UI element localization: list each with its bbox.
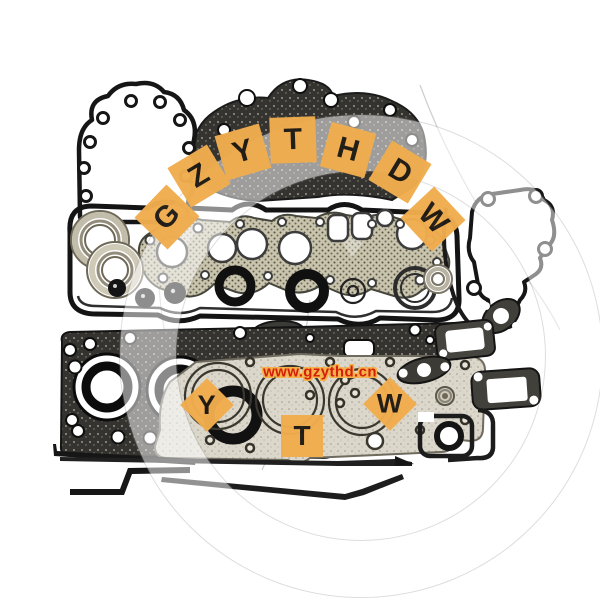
watermark-letter-t-bottom: T xyxy=(281,415,323,457)
metal-seal-rings xyxy=(70,210,144,299)
watermark-url: www.gzythd.cn xyxy=(263,363,377,381)
watermark-letter-t: T xyxy=(269,116,317,164)
